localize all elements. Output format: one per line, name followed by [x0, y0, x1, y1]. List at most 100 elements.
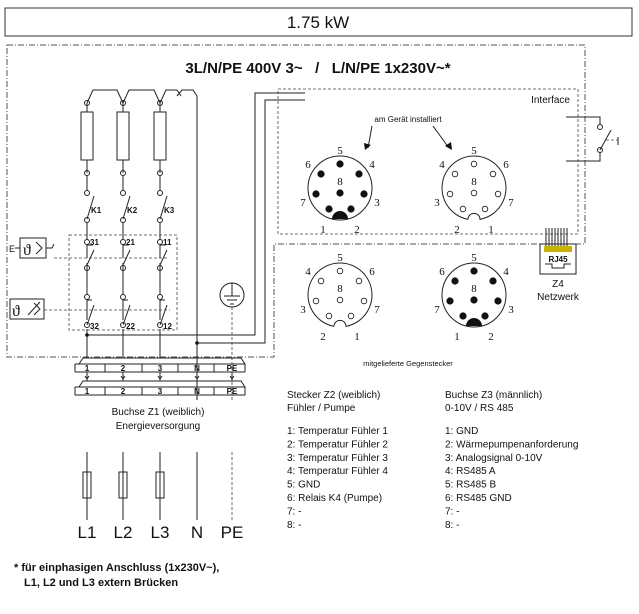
device-boundary	[6, 44, 586, 358]
terminal-circle	[157, 322, 163, 328]
terminal-circle	[120, 322, 126, 328]
terminal-link	[194, 372, 200, 381]
relay-contact	[86, 195, 95, 220]
terminal-label-2: 2	[121, 364, 126, 373]
pin-label-7: 7	[434, 304, 440, 316]
safety-contact	[159, 244, 168, 266]
junction	[195, 341, 199, 345]
pin-8	[336, 296, 344, 304]
contact-label-top: 21	[126, 238, 135, 247]
pin-5	[336, 160, 344, 168]
terminal-circle	[157, 217, 163, 223]
pin-label-6: 6	[305, 159, 311, 171]
supply-label-L1: L1	[78, 523, 97, 542]
pin-4	[451, 170, 459, 178]
power-title: 1.75 kW	[287, 13, 349, 32]
footnote-line-1: * für einphasigen Anschluss (1x230V~),	[14, 562, 219, 574]
terminal-circle	[84, 190, 90, 196]
contact-label-bottom: 22	[126, 322, 135, 331]
terminal-strip	[74, 380, 246, 396]
terminal-circle	[120, 217, 126, 223]
pin-label-7: 7	[508, 197, 514, 209]
pin-4	[489, 277, 497, 285]
terminal-circle	[120, 100, 126, 106]
pin-row: 2: Wärmepumpenanforderung	[445, 439, 578, 450]
pin-label-3: 3	[508, 304, 514, 316]
pin-label-7: 7	[374, 304, 380, 316]
buchse-z3-table: Buchse Z3 (männlich) 0-10V / RS 485 1: G…	[445, 390, 578, 531]
pin-1	[459, 312, 467, 320]
z2-title: Stecker Z2 (weiblich)	[287, 390, 380, 401]
contact-label-top: 31	[90, 238, 99, 247]
terminal-label-N: N	[194, 387, 200, 396]
terminal-circle	[84, 239, 90, 245]
terminal-circle	[157, 100, 163, 106]
pin-label-7: 7	[300, 197, 306, 209]
rj45-label: RJ45	[548, 255, 568, 264]
pin-6	[451, 277, 459, 285]
terminal-label-PE: PE	[227, 387, 238, 396]
terminal-circle	[84, 265, 90, 271]
pin-label-4: 4	[305, 266, 311, 278]
supply-label-N: N	[191, 523, 203, 542]
pin-3	[360, 190, 368, 198]
pin-1	[347, 312, 355, 320]
terminal-label-N: N	[194, 364, 200, 373]
terminal-block-function: Energieversorgung	[116, 421, 201, 432]
interface-label: Interface	[531, 95, 570, 106]
pin-label-1: 1	[320, 224, 326, 236]
contact-label-bottom: 12	[163, 322, 172, 331]
pin-row: 3: Temperatur Fühler 3	[287, 453, 388, 464]
terminal-circle	[157, 190, 163, 196]
pin-label-2: 2	[454, 224, 460, 236]
terminal-circle	[120, 170, 126, 176]
terminal-circle	[84, 294, 90, 300]
connector-key	[466, 318, 482, 326]
interface-feed-N	[197, 99, 305, 344]
pin-label-5: 5	[337, 145, 343, 157]
arrow-head	[364, 143, 371, 150]
rj45-contacts	[544, 246, 572, 252]
pin-2	[325, 312, 333, 320]
contact-label-top: 11	[163, 238, 172, 247]
z3-title: Buchse Z3 (männlich)	[445, 390, 542, 401]
safety-thermostat-icon: E ϑ	[9, 237, 169, 259]
heating-element	[80, 111, 94, 161]
supply-heading: 3L/N/PE 400V 3~ / L/N/PE 1x230V~*	[185, 60, 450, 77]
thermostat-box	[68, 234, 178, 331]
pin-6	[317, 170, 325, 178]
supply-label-PE: PE	[221, 523, 244, 542]
fuse-icon	[118, 471, 128, 499]
pin-row: 2: Temperatur Fühler 2	[287, 439, 388, 450]
pin-label-4: 4	[369, 159, 375, 171]
svg-text:ϑ: ϑ	[23, 242, 31, 259]
pin-label-6: 6	[439, 266, 445, 278]
pin-row: 8: -	[287, 520, 301, 531]
terminal-circle	[84, 217, 90, 223]
z4-label: Z4	[552, 279, 564, 290]
pin-row: 5: GND	[287, 480, 320, 491]
pin-4	[317, 277, 325, 285]
terminal-circle	[157, 239, 163, 245]
terminal-circle	[84, 170, 90, 176]
z2-subtitle: Fühler / Pumpe	[287, 403, 356, 414]
pin-8	[336, 189, 344, 197]
fuse-icon	[155, 471, 165, 499]
control-contact	[86, 299, 95, 326]
pin-label-2: 2	[354, 224, 360, 236]
connector-body	[441, 155, 507, 221]
pin-row: 4: RS485 A	[445, 466, 496, 477]
thermostat-label: E	[9, 244, 15, 254]
pin-2	[347, 205, 355, 213]
pin-2	[459, 205, 467, 213]
pin-3	[446, 190, 454, 198]
terminal-label-2: 2	[121, 387, 126, 396]
fuse-icon	[82, 471, 92, 499]
supply-label-L2: L2	[114, 523, 133, 542]
pin-7	[312, 190, 320, 198]
terminal-link	[120, 372, 126, 381]
